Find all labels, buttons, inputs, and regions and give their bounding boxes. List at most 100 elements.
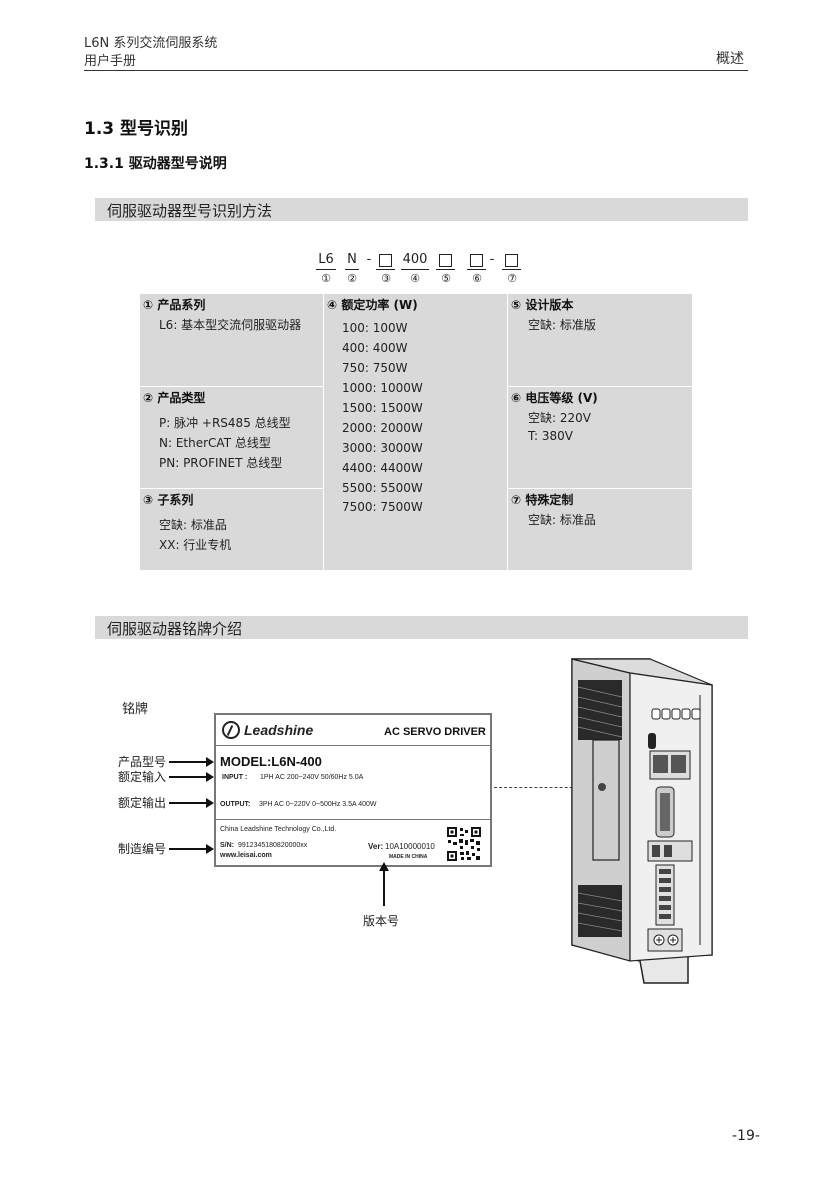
- subsection-heading: 1.3.1 驱动器型号说明: [84, 156, 227, 172]
- code-underline-6: [467, 269, 486, 270]
- code-num-5: ⑤: [441, 272, 451, 285]
- code-part-l6: L6: [318, 252, 334, 267]
- plate-model: MODEL:L6N-400: [220, 754, 322, 769]
- cell-2-title: ② 产品类型: [143, 391, 206, 405]
- cell-4-line-5: 1500: 1500W: [342, 401, 423, 415]
- cell-4-title: ④ 额定功率 (W): [327, 298, 418, 312]
- model-method-bar: 伺服驱动器型号识别方法: [95, 198, 748, 221]
- arrow-model-line: [169, 761, 207, 763]
- code-num-3: ③: [381, 272, 391, 285]
- cell-sub-series: ③ 子系列 空缺: 标准品 XX: 行业专机: [140, 489, 323, 570]
- code-underline-3: [376, 269, 395, 270]
- code-dash-1: -: [366, 252, 372, 267]
- code-num-7: ⑦: [507, 272, 517, 285]
- plate-sn-value: 9912345180820000xx: [238, 842, 308, 849]
- code-underline-1: [316, 269, 336, 270]
- code-box-5: [439, 254, 452, 267]
- code-box-7: [505, 254, 518, 267]
- arrow-version-head: [379, 862, 389, 871]
- plate-website: www.leisai.com: [220, 852, 272, 859]
- cell-4-line-4: 1000: 1000W: [342, 381, 423, 395]
- plate-input-value: 1PH AC 200~240V 50/60Hz 5.0A: [260, 774, 364, 781]
- callout-version: 版本号: [363, 914, 400, 928]
- arrow-serial-line: [169, 848, 207, 850]
- callout-input: 额定输入: [118, 770, 167, 784]
- arrow-input-head: [206, 772, 214, 782]
- code-part-400: 400: [402, 252, 428, 267]
- callout-output: 额定输出: [118, 796, 167, 810]
- nameplate-intro-bar: 伺服驱动器铭牌介绍: [95, 616, 748, 639]
- arrow-serial-head: [206, 844, 214, 854]
- cell-2-line-2: N: EtherCAT 总线型: [159, 436, 271, 450]
- plate-output-value: 3PH AC 0~220V 0~500Hz 3.5A 400W: [259, 801, 377, 808]
- cell-voltage-level: ⑥ 电压等级 (V) 空缺: 220V T: 380V: [508, 387, 692, 488]
- plate-divider-1: [216, 745, 490, 746]
- doc-title: L6N 系列交流伺服系统: [84, 36, 218, 51]
- leadshine-logo-icon: [222, 721, 240, 739]
- plate-divider-2: [216, 819, 490, 820]
- cell-4-line-9: 5500: 5500W: [342, 481, 423, 495]
- code-underline-4: [401, 269, 429, 270]
- arrow-output-line: [169, 802, 207, 804]
- header-rule: [84, 70, 748, 71]
- plate-company: China Leadshine Technology Co.,Ltd.: [220, 826, 337, 833]
- code-box-3: [379, 254, 392, 267]
- cell-2-line-1: P: 脉冲 +RS485 总线型: [159, 416, 291, 430]
- nameplate: Leadshine AC SERVO DRIVER MODEL:L6N-400 …: [214, 713, 492, 867]
- arrow-model-head: [206, 757, 214, 767]
- plate-made-in: MADE IN CHINA: [389, 854, 428, 860]
- section-heading: 1.3 型号识别: [84, 119, 189, 139]
- cell-4-line-2: 400: 400W: [342, 341, 408, 355]
- doc-subtitle: 用户手册: [84, 54, 137, 69]
- arrow-version-line: [383, 870, 385, 906]
- code-part-n: N: [347, 252, 357, 267]
- code-underline-5: [436, 269, 455, 270]
- model-method-title: 伺服驱动器型号识别方法: [107, 202, 273, 220]
- code-dash-2: -: [489, 252, 495, 267]
- callout-model: 产品型号: [118, 755, 167, 769]
- cell-7-line-1: 空缺: 标准品: [528, 513, 596, 527]
- code-num-1: ①: [321, 272, 331, 285]
- callout-serial: 制造编号: [118, 842, 167, 856]
- cell-5-line-1: 空缺: 标准版: [528, 318, 596, 332]
- plate-output-label: OUTPUT:: [220, 801, 251, 808]
- cell-4-line-7: 3000: 3000W: [342, 441, 423, 455]
- cell-4-line-3: 750: 750W: [342, 361, 408, 375]
- cell-4-line-10: 7500: 7500W: [342, 500, 423, 514]
- cell-special-custom: ⑦ 特殊定制 空缺: 标准品: [508, 489, 692, 570]
- plate-sn-label: S/N:: [220, 842, 234, 849]
- code-num-6: ⑥: [472, 272, 482, 285]
- arrow-input-line: [169, 776, 207, 778]
- arrow-output-head: [206, 798, 214, 808]
- cell-4-line-8: 4400: 4400W: [342, 461, 423, 475]
- code-box-6: [470, 254, 483, 267]
- cell-6-title: ⑥ 电压等级 (V): [511, 391, 598, 405]
- plate-ver-value: 10A10000010: [385, 842, 435, 851]
- cell-rated-power: ④ 额定功率 (W) 100: 100W 400: 400W 750: 750W…: [324, 294, 507, 570]
- cell-1-line-1: L6: 基本型交流伺服驱动器: [159, 318, 302, 332]
- qr-code-icon: [446, 826, 482, 862]
- nameplate-intro-title: 伺服驱动器铭牌介绍: [107, 620, 243, 638]
- cell-product-series: ① 产品系列 L6: 基本型交流伺服驱动器: [140, 294, 323, 386]
- cell-3-title: ③ 子系列: [143, 493, 194, 507]
- plate-header-right: AC SERVO DRIVER: [384, 726, 486, 738]
- dashed-leader-line: [494, 787, 598, 788]
- cell-3-line-2: XX: 行业专机: [159, 538, 232, 552]
- logo-text: Leadshine: [244, 722, 314, 738]
- cell-1-title: ① 产品系列: [143, 298, 206, 312]
- cell-6-line-1: 空缺: 220V: [528, 411, 591, 425]
- plate-ver-label: Ver:: [368, 842, 384, 851]
- servo-drive-illustration: [571, 658, 713, 984]
- cell-product-type: ② 产品类型 P: 脉冲 +RS485 总线型 N: EtherCAT 总线型 …: [140, 387, 323, 488]
- cell-3-line-1: 空缺: 标准品: [159, 518, 227, 532]
- cell-5-title: ⑤ 设计版本: [511, 298, 574, 312]
- cell-design-version: ⑤ 设计版本 空缺: 标准版: [508, 294, 692, 386]
- cell-7-title: ⑦ 特殊定制: [511, 493, 574, 507]
- page-number: -19-: [732, 1128, 760, 1144]
- cell-6-line-2: T: 380V: [528, 429, 573, 443]
- plate-input-label: INPUT :: [222, 774, 248, 781]
- code-num-2: ②: [347, 272, 357, 285]
- code-underline-2: [345, 269, 359, 270]
- code-num-4: ④: [410, 272, 420, 285]
- cell-4-line-1: 100: 100W: [342, 321, 408, 335]
